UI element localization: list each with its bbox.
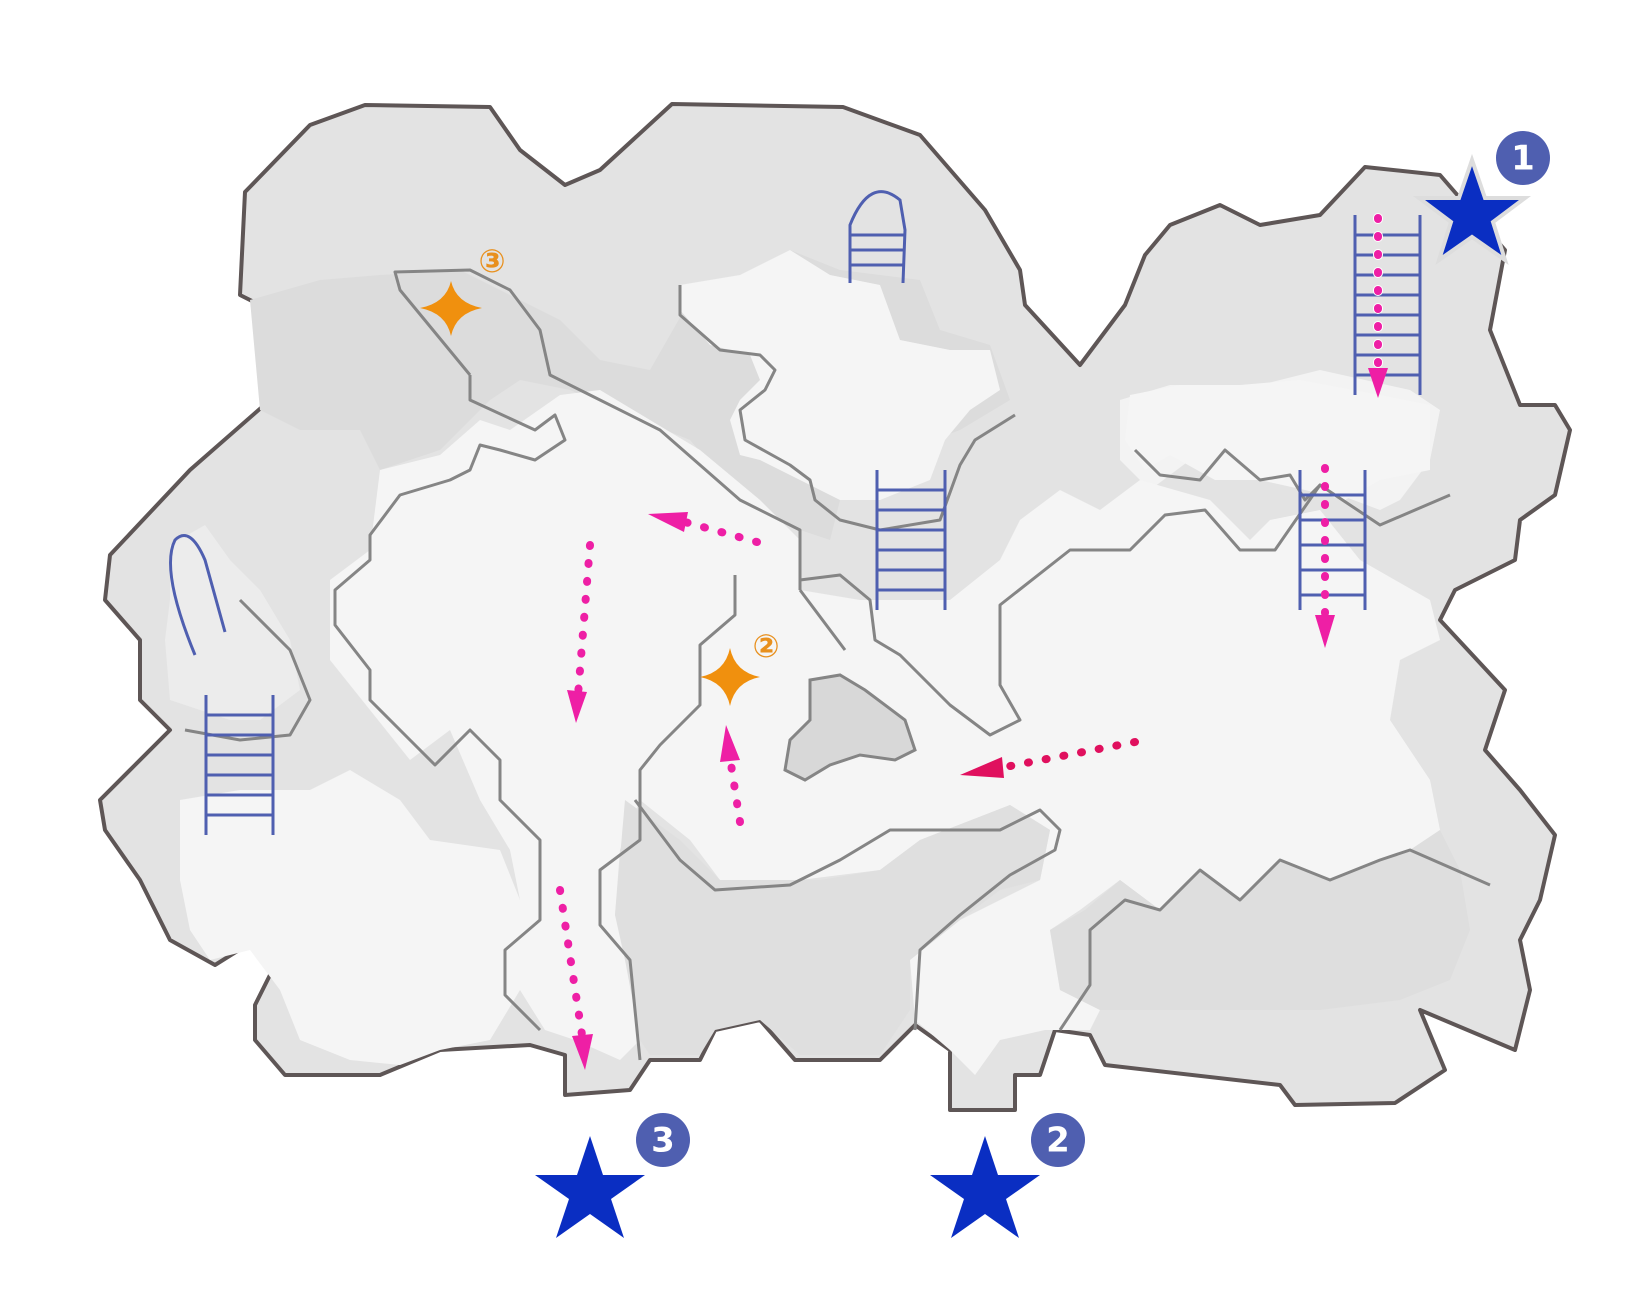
wall-line xyxy=(393,268,802,590)
wall-lines xyxy=(184,268,1491,1061)
exit-markers: 1 2 3 xyxy=(535,131,1550,1238)
cave-floor-west-ledge xyxy=(165,525,300,720)
sparkle-icon xyxy=(420,281,482,336)
wall-line xyxy=(598,575,737,1061)
star-icon xyxy=(1413,153,1531,266)
exit-number-label: 2 xyxy=(1046,1121,1070,1161)
ladder-icon xyxy=(875,470,947,610)
item-number-label: ③ xyxy=(478,242,505,280)
exit-badge xyxy=(1031,1113,1085,1167)
cave-dark-region-center xyxy=(783,673,917,782)
direction-arrows xyxy=(556,213,1388,1070)
exit-3[interactable]: 3 xyxy=(535,1113,690,1238)
arrow-icon xyxy=(567,541,594,723)
arrow-icon xyxy=(648,512,761,546)
exit-badge xyxy=(1496,131,1550,185)
wall-line xyxy=(1058,848,1491,1031)
wall-line xyxy=(333,375,567,1032)
rope-icon xyxy=(169,534,227,656)
exit-number-label: 3 xyxy=(651,1121,675,1161)
ladder-icon xyxy=(848,190,907,284)
exit-1[interactable]: 1 xyxy=(1413,131,1550,266)
star-icon xyxy=(535,1136,645,1238)
cave-floor-west xyxy=(180,770,520,1065)
arrow-icon xyxy=(720,725,744,826)
arrow-icon xyxy=(1368,213,1388,398)
exit-2[interactable]: 2 xyxy=(930,1113,1085,1238)
cave-dark-region-southeast xyxy=(1050,830,1470,1010)
cave-floor-east-ledge xyxy=(1125,380,1430,500)
wall-line xyxy=(184,598,312,742)
wall-line xyxy=(798,589,847,651)
sparkle-icon xyxy=(700,648,760,706)
wall-line xyxy=(799,483,1451,737)
star-icon xyxy=(930,1136,1040,1238)
arrow-icon xyxy=(960,738,1139,778)
cave-floor-northeast xyxy=(680,250,1000,500)
item-2[interactable]: ② xyxy=(700,627,780,706)
ladder-icon xyxy=(204,695,275,835)
ladder-icon xyxy=(1298,470,1367,610)
arrow-icon xyxy=(1315,464,1335,648)
arrow-icon xyxy=(556,886,593,1070)
cave-dark-region-south xyxy=(615,800,1050,1055)
wall-line xyxy=(633,799,1062,1031)
item-markers: ② ③ xyxy=(420,242,780,706)
item-number-label: ② xyxy=(752,627,779,665)
ladder-icon xyxy=(1353,215,1422,395)
exit-number-label: 1 xyxy=(1511,139,1535,179)
item-3[interactable]: ③ xyxy=(420,242,506,336)
wall-line xyxy=(678,285,1016,532)
exit-badge xyxy=(636,1113,690,1167)
ladders xyxy=(169,190,1422,835)
